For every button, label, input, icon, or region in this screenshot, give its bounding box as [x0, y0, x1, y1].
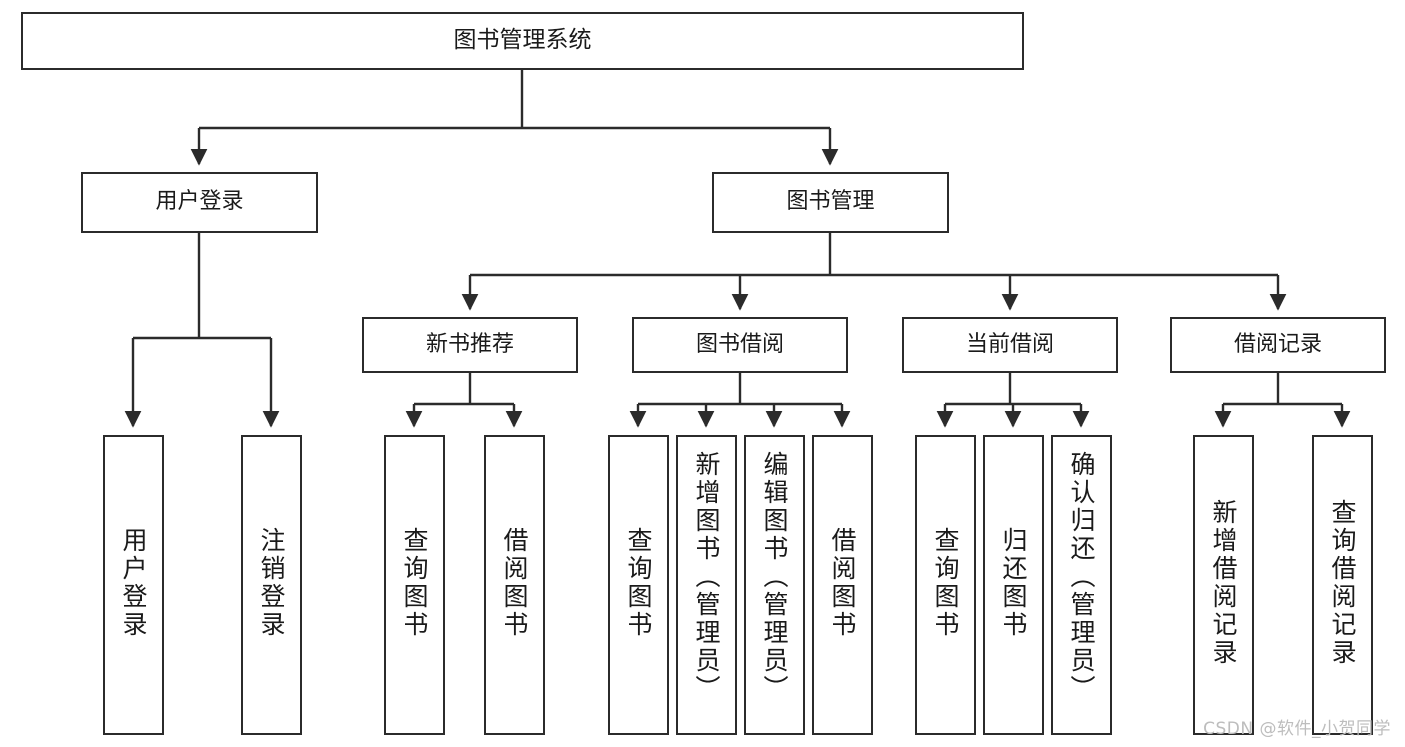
node-borrow-record-label: 借阅记录	[1233, 331, 1322, 357]
node-leaf-edit-book[interactable]: 编辑图书（管理员）	[744, 435, 805, 735]
node-book-borrow-label: 图书借阅	[695, 331, 784, 357]
node-leaf-query-book-1-label: 查询图书	[400, 527, 429, 639]
node-leaf-borrow-book-1[interactable]: 借阅图书	[484, 435, 545, 735]
node-new-book-recommend[interactable]: 新书推荐	[362, 317, 578, 373]
node-leaf-borrow-book-2[interactable]: 借阅图书	[812, 435, 873, 735]
node-borrow-record[interactable]: 借阅记录	[1170, 317, 1386, 373]
node-leaf-edit-book-label: 编辑图书（管理员）	[760, 451, 789, 703]
node-leaf-add-book-label: 新增图书（管理员）	[692, 451, 721, 703]
node-leaf-query-book-3[interactable]: 查询图书	[915, 435, 976, 735]
node-leaf-borrow-book-1-label: 借阅图书	[500, 527, 529, 639]
node-leaf-query-record[interactable]: 查询借阅记录	[1312, 435, 1373, 735]
node-leaf-query-book-2-label: 查询图书	[624, 527, 653, 639]
node-book-manage[interactable]: 图书管理	[712, 172, 949, 233]
node-leaf-logout[interactable]: 注销登录	[241, 435, 302, 735]
node-leaf-query-book-1[interactable]: 查询图书	[384, 435, 445, 735]
node-leaf-user-login[interactable]: 用户登录	[103, 435, 164, 735]
node-user-login[interactable]: 用户登录	[81, 172, 318, 233]
node-leaf-query-book-2[interactable]: 查询图书	[608, 435, 669, 735]
node-leaf-add-record-label: 新增借阅记录	[1209, 499, 1238, 667]
watermark-text: CSDN @软件_小贺同学	[1203, 719, 1391, 739]
node-leaf-add-record[interactable]: 新增借阅记录	[1193, 435, 1254, 735]
node-root[interactable]: 图书管理系统	[21, 12, 1024, 70]
node-leaf-return-book-label: 归还图书	[999, 527, 1028, 639]
node-leaf-return-book[interactable]: 归还图书	[983, 435, 1044, 735]
node-leaf-logout-label: 注销登录	[257, 527, 286, 639]
node-book-borrow[interactable]: 图书借阅	[632, 317, 848, 373]
node-leaf-user-login-label: 用户登录	[119, 527, 148, 639]
node-root-label: 图书管理系统	[453, 27, 592, 54]
node-leaf-query-book-3-label: 查询图书	[931, 527, 960, 639]
node-leaf-confirm-return[interactable]: 确认归还（管理员）	[1051, 435, 1112, 735]
node-leaf-borrow-book-2-label: 借阅图书	[828, 527, 857, 639]
node-leaf-query-record-label: 查询借阅记录	[1328, 499, 1357, 667]
node-book-manage-label: 图书管理	[786, 189, 875, 215]
node-new-book-recommend-label: 新书推荐	[425, 331, 514, 357]
node-user-login-label: 用户登录	[155, 189, 244, 215]
node-current-borrow-label: 当前借阅	[965, 331, 1054, 357]
node-leaf-add-book[interactable]: 新增图书（管理员）	[676, 435, 737, 735]
node-current-borrow[interactable]: 当前借阅	[902, 317, 1118, 373]
node-leaf-confirm-return-label: 确认归还（管理员）	[1067, 451, 1096, 703]
